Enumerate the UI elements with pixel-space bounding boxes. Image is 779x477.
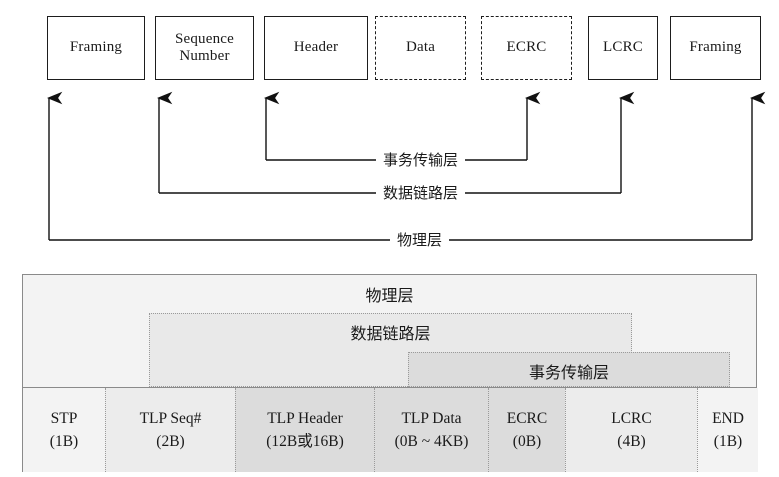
bracket-label-transaction-layer: 事务传输层 <box>376 149 466 170</box>
field-cell-tlp-seq: TLP Seq# (2B) <box>105 388 235 472</box>
packet-box-lcrc: LCRC <box>588 16 658 80</box>
band-datalink-label: 数据链路层 <box>350 324 431 343</box>
field-cell-stp: STP (1B) <box>23 388 105 472</box>
packet-box-label: Header <box>293 39 339 56</box>
top-packet-row: Framing Sequence Number Header Data ECRC… <box>0 0 779 95</box>
field-name: END <box>712 409 744 427</box>
band-transaction-label: 事务传输层 <box>528 363 609 382</box>
layered-packet-figure: 物理层 数据链路层 事务传输层 STP (1B) TLP Seq# (2B) T… <box>22 274 758 472</box>
band-physical-layer: 物理层 <box>23 275 756 387</box>
packet-box-framing-right: Framing <box>670 16 761 80</box>
field-name: LCRC <box>611 409 652 427</box>
packet-box-ecrc: ECRC <box>481 16 572 80</box>
packet-box-header: Header <box>264 16 368 80</box>
field-size: (1B) <box>713 433 743 450</box>
bracket-label-datalink-layer: 数据链路层 <box>376 182 466 203</box>
packet-box-sequence-number: Sequence Number <box>155 16 254 80</box>
field-name: ECRC <box>506 409 548 427</box>
field-size: (12B或16B) <box>266 433 344 450</box>
field-name: TLP Seq# <box>139 409 202 427</box>
layer-bracket-diagram: 事务传输层 数据链路层 物理层 <box>0 80 779 260</box>
band-transaction-layer: 事务传输层 <box>408 352 730 387</box>
field-size: (2B) <box>156 433 185 450</box>
packet-box-label: Framing <box>69 39 123 56</box>
packet-box-framing-left: Framing <box>47 16 145 80</box>
packet-field-row: STP (1B) TLP Seq# (2B) TLP Header (12B或1… <box>23 387 758 472</box>
field-name: TLP Header <box>267 409 343 427</box>
field-size: (1B) <box>49 433 79 450</box>
field-name: TLP Data <box>401 409 462 427</box>
field-name: STP <box>50 409 78 427</box>
packet-box-data: Data <box>375 16 466 80</box>
packet-box-label: Framing <box>689 39 742 56</box>
field-cell-tlp-data: TLP Data (0B ~ 4KB) <box>374 388 488 472</box>
packet-box-label: ECRC <box>506 39 547 56</box>
field-size: (0B ~ 4KB) <box>394 433 469 450</box>
band-physical-label: 物理层 <box>365 286 414 305</box>
field-cell-end: END (1B) <box>697 388 758 472</box>
packet-box-label: LCRC <box>603 39 643 56</box>
bracket-label-physical-layer: 物理层 <box>390 229 450 250</box>
field-cell-ecrc: ECRC (0B) <box>488 388 565 472</box>
field-cell-tlp-header: TLP Header (12B或16B) <box>235 388 374 472</box>
packet-box-label: Sequence Number <box>174 30 235 64</box>
field-size: (0B) <box>512 433 542 450</box>
field-cell-lcrc: LCRC (4B) <box>565 388 697 472</box>
packet-box-label: Data <box>405 39 436 56</box>
field-size: (4B) <box>617 433 646 450</box>
